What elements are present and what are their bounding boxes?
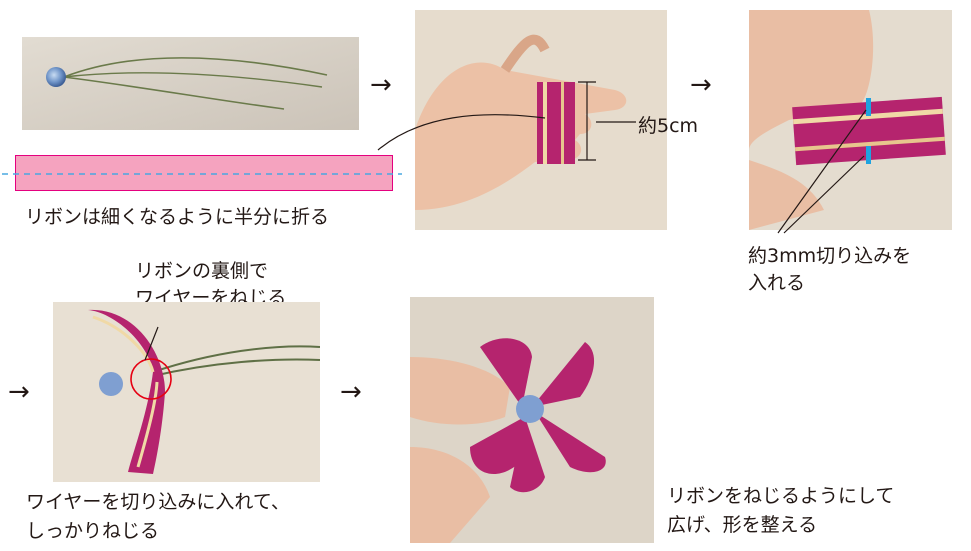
photo-cut-marks [749, 10, 952, 230]
step3-caption-line2: しっかりねじる [26, 520, 160, 542]
measure-label: 約5cm [638, 115, 699, 137]
arrow-step2: → [690, 70, 712, 100]
arrow-step3: → [8, 377, 30, 407]
step2-caption: 約3mm切り込みを 入れる [748, 243, 911, 297]
photo-wire-twisted [53, 302, 320, 482]
step2-caption-line1: 約3mm切り込みを [748, 245, 912, 267]
step3-caption: ワイヤーを切り込みに入れて、 しっかりねじる [26, 488, 290, 546]
folded-ribbon-band [15, 155, 393, 191]
step4-caption-line1: リボンをねじるようにして [667, 485, 895, 507]
step4-caption: リボンをねじるようにして 広げ、形を整える [667, 482, 894, 540]
step2-caption-line2: 入れる [748, 272, 806, 294]
step3-note-line1: リボンの裏側で [135, 260, 269, 282]
step3-caption-line1: ワイヤーを切り込みに入れて、 [26, 491, 290, 513]
arrow-step4: → [340, 377, 362, 407]
step1-caption: リボンは細くなるように半分に折る [25, 206, 330, 228]
photo-finished-bow [410, 297, 654, 543]
arrow-step1: → [370, 70, 392, 100]
photo-folded-ribbon [415, 10, 667, 230]
photo-bead-and-wire [22, 37, 359, 130]
step4-caption-line2: 広げ、形を整える [667, 514, 818, 536]
fold-line [2, 173, 402, 175]
